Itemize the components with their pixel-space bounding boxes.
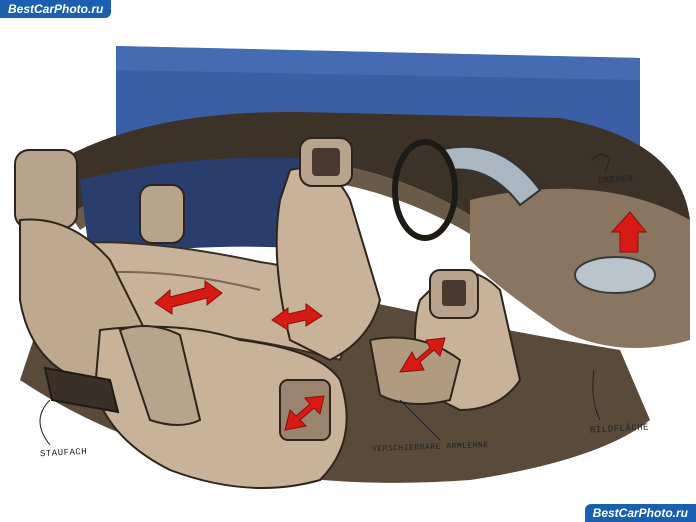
rear-headrest-left [14,149,78,229]
arrow-front-seat [399,337,446,373]
leader-lines [39,154,611,446]
watermark-top: BestCarPhoto.ru [0,0,112,18]
front-seat-left [275,167,382,362]
arrow-up-door [610,211,648,253]
steering-wheel [392,139,458,241]
watermark-bottom: BestCarPhoto.ru [584,504,696,522]
rear-headrest-center [139,184,185,244]
storage-flap [43,366,120,414]
arrow-rear-seat [154,280,223,315]
red-arrows [154,211,648,431]
arrow-center-armrest [271,303,323,331]
arrow-foreground [284,395,325,431]
